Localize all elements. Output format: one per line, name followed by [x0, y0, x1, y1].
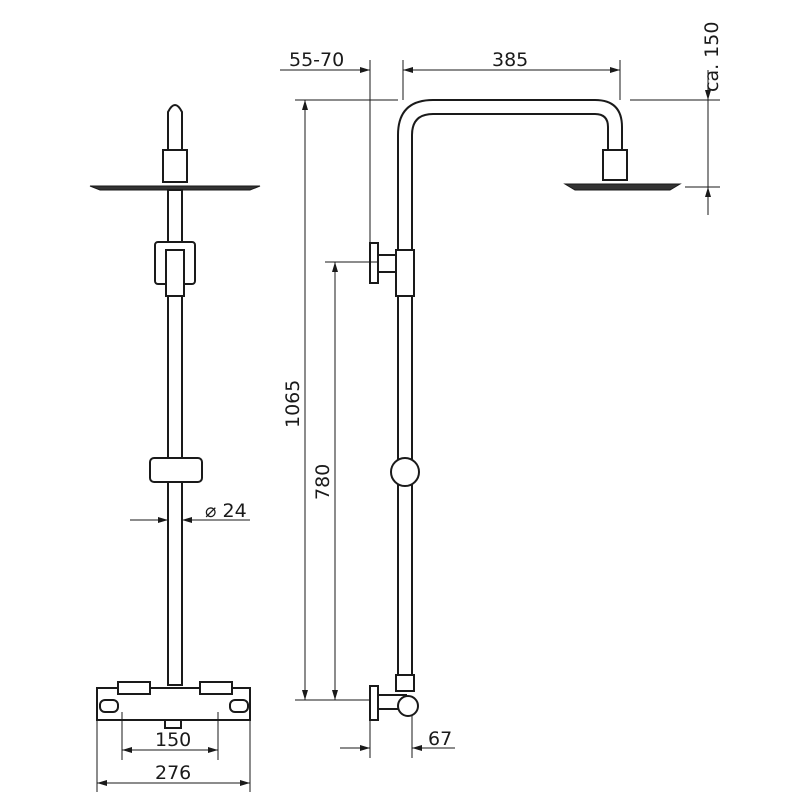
dim-head-drop: ca. 150 — [701, 22, 723, 92]
side-thermostat-knob — [397, 695, 419, 717]
side-bracket-clamp — [395, 249, 415, 297]
front-bracket-clamp — [165, 249, 185, 297]
side-view — [369, 99, 682, 721]
front-top-arm — [167, 104, 183, 150]
dim-arm-length: 385 — [492, 49, 528, 71]
side-slider-knob — [390, 457, 420, 487]
dim-mixer-depth: 67 — [428, 728, 452, 750]
front-right-handle — [229, 699, 249, 713]
dim-inlet-spacing: 150 — [155, 729, 191, 751]
front-right-knob — [199, 681, 233, 695]
dim-wall-offset: 55-70 — [289, 49, 344, 71]
front-outlet — [164, 719, 182, 729]
front-view — [89, 104, 261, 729]
side-riser-and-arm — [411, 113, 609, 690]
front-left-handle — [99, 699, 119, 713]
side-base-wall-plate — [369, 685, 379, 721]
side-base-pipe-joint — [395, 674, 415, 692]
front-riser-pipe — [167, 189, 183, 686]
dim-pipe-diameter: ⌀ 24 — [205, 500, 247, 522]
dim-valve-height: 780 — [312, 464, 334, 500]
side-wall-plate — [369, 242, 379, 284]
dimension-lines — [96, 60, 720, 792]
front-shower-head — [89, 185, 261, 191]
front-left-knob — [117, 681, 151, 695]
side-connector-nut — [602, 149, 628, 181]
dim-total-height: 1065 — [282, 380, 304, 428]
front-hand-shower-slider — [149, 457, 203, 483]
dim-mixer-width: 276 — [155, 762, 191, 784]
side-shower-head — [563, 183, 682, 191]
front-connector-nut — [162, 149, 188, 183]
